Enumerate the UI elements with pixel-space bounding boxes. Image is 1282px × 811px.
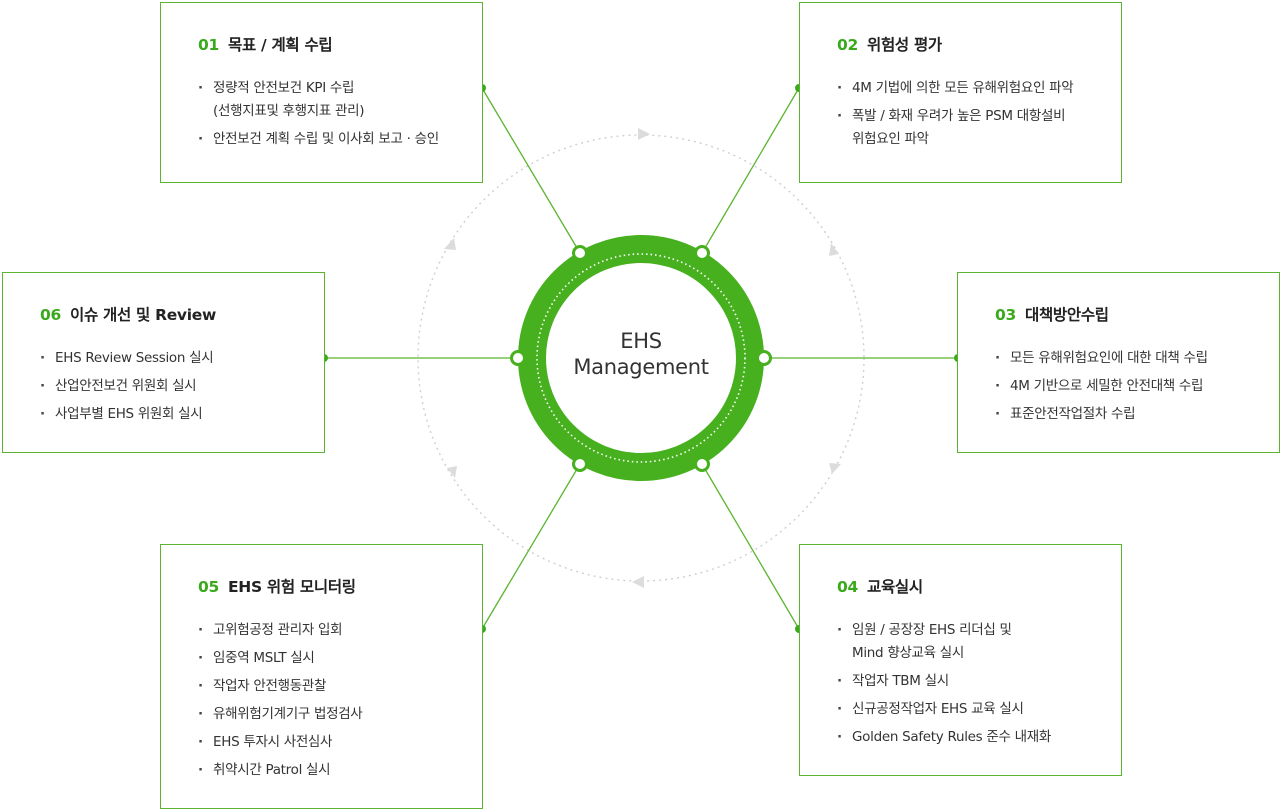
list-item: 임원 / 공장장 EHS 리더십 및 Mind 향상교육 실시 bbox=[837, 619, 1051, 665]
step-title: 04 교육실시 bbox=[837, 575, 923, 597]
center-label: EHS Management bbox=[541, 328, 741, 380]
step-title: 06 이슈 개선 및 Review bbox=[40, 303, 216, 325]
step-title-text: EHS 위험 모니터링 bbox=[227, 578, 356, 596]
step-card-04: 04 교육실시 임원 / 공장장 EHS 리더십 및 Mind 향상교육 실시 작… bbox=[799, 544, 1122, 776]
orbit-arrow-lower-right bbox=[829, 463, 841, 474]
list-item: 폭발 / 화재 우려가 높은 PSM 대항설비 위험요인 파악 bbox=[837, 105, 1073, 151]
list-item: 작업자 안전행동관찰 bbox=[198, 675, 362, 698]
step-title-text: 이슈 개선 및 Review bbox=[69, 306, 216, 324]
ring-node-01 bbox=[572, 245, 588, 261]
list-item: 신규공정작업자 EHS 교육 실시 bbox=[837, 698, 1051, 721]
list-item: 4M 기법에 의한 모든 유해위험요인 파악 bbox=[837, 77, 1074, 100]
orbit-arrow-upper-left bbox=[444, 238, 456, 250]
center-label-line2: Management bbox=[573, 355, 709, 379]
list-item: Golden Safety Rules 준수 내재화 bbox=[837, 726, 1051, 749]
step-title: 03 대책방안수립 bbox=[995, 303, 1109, 325]
ring-node-04 bbox=[694, 456, 710, 472]
step-item-list: 정량적 안전보건 KPI 수립 (선행지표및 후행지표 관리) 안전보건 계획 … bbox=[198, 77, 439, 156]
step-title: 02 위험성 평가 bbox=[837, 33, 942, 55]
step-card-02: 02 위험성 평가 4M 기법에 의한 모든 유해위험요인 파악 폭발 / 화재 … bbox=[799, 2, 1122, 183]
list-item: 산업안전보건 위원회 실시 bbox=[40, 375, 213, 398]
step-card-06: 06 이슈 개선 및 Review EHS Review Session 실시 산… bbox=[2, 272, 325, 453]
orbit-arrow-top bbox=[638, 128, 650, 140]
step-number: 05 bbox=[198, 578, 219, 596]
orbit-arrow-lower-left bbox=[447, 466, 457, 478]
step-title: 05 EHS 위험 모니터링 bbox=[198, 575, 356, 597]
step-item-list: EHS Review Session 실시 산업안전보건 위원회 실시 사업부별… bbox=[40, 347, 214, 431]
list-item: 사업부별 EHS 위원회 실시 bbox=[40, 403, 213, 426]
step-number: 04 bbox=[837, 578, 858, 596]
list-item: 표준안전작업절차 수립 bbox=[995, 403, 1208, 426]
step-item-list: 고위험공정 관리자 입회 임중역 MSLT 실시 작업자 안전행동관찰 유해위험… bbox=[198, 619, 363, 787]
step-title-text: 교육실시 bbox=[866, 578, 923, 596]
connector-01 bbox=[481, 87, 581, 254]
list-item: 4M 기반으로 세밀한 안전대책 수립 bbox=[995, 375, 1208, 398]
step-title-text: 대책방안수립 bbox=[1024, 306, 1109, 324]
ring-node-06 bbox=[510, 350, 526, 366]
connector-04 bbox=[701, 463, 800, 630]
step-card-03: 03 대책방안수립 모든 유해위험요인에 대한 대책 수립 4M 기반으로 세밀한… bbox=[957, 272, 1280, 453]
step-item-list: 모든 유해위험요인에 대한 대책 수립 4M 기반으로 세밀한 안전대책 수립 … bbox=[995, 347, 1208, 431]
step-number: 02 bbox=[837, 36, 858, 54]
list-item: 유해위험기계기구 법정검사 bbox=[198, 703, 363, 726]
list-item: 취약시간 Patrol 실시 bbox=[198, 759, 362, 782]
orbit-arrow-bottom bbox=[632, 576, 644, 588]
center-ring bbox=[518, 235, 764, 481]
list-item: 고위험공정 관리자 입회 bbox=[198, 619, 362, 642]
orbit-arrow-upper-right bbox=[829, 243, 839, 256]
step-title-text: 목표 / 계획 수립 bbox=[227, 36, 333, 54]
step-number: 03 bbox=[995, 306, 1016, 324]
step-card-01: 01 목표 / 계획 수립 정량적 안전보건 KPI 수립 (선행지표및 후행지표… bbox=[160, 2, 483, 183]
list-item: EHS 투자시 사전심사 bbox=[198, 731, 362, 754]
connector-02 bbox=[701, 87, 800, 254]
connector-05 bbox=[481, 463, 581, 630]
list-item: 안전보건 계획 수립 및 이사회 보고 · 승인 bbox=[198, 128, 439, 151]
step-item-list: 임원 / 공장장 EHS 리더십 및 Mind 향상교육 실시 작업자 TBM … bbox=[837, 619, 1051, 754]
ring-node-02 bbox=[694, 245, 710, 261]
list-item: 모든 유해위험요인에 대한 대책 수립 bbox=[995, 347, 1208, 370]
step-card-05: 05 EHS 위험 모니터링 고위험공정 관리자 입회 임중역 MSLT 실시 작… bbox=[160, 544, 483, 809]
ring-node-05 bbox=[572, 456, 588, 472]
ring-node-03 bbox=[756, 350, 772, 366]
step-title-text: 위험성 평가 bbox=[866, 36, 942, 54]
step-number: 06 bbox=[40, 306, 61, 324]
list-item: 임중역 MSLT 실시 bbox=[198, 647, 362, 670]
list-item: 정량적 안전보건 KPI 수립 (선행지표및 후행지표 관리) bbox=[198, 77, 439, 123]
step-number: 01 bbox=[198, 36, 219, 54]
step-title: 01 목표 / 계획 수립 bbox=[198, 33, 333, 55]
list-item: 작업자 TBM 실시 bbox=[837, 670, 1051, 693]
center-inner-dotted-ring bbox=[536, 253, 746, 463]
center-label-line1: EHS bbox=[620, 329, 662, 353]
step-item-list: 4M 기법에 의한 모든 유해위험요인 파악 폭발 / 화재 우려가 높은 PS… bbox=[837, 77, 1074, 156]
list-item: EHS Review Session 실시 bbox=[40, 347, 214, 370]
